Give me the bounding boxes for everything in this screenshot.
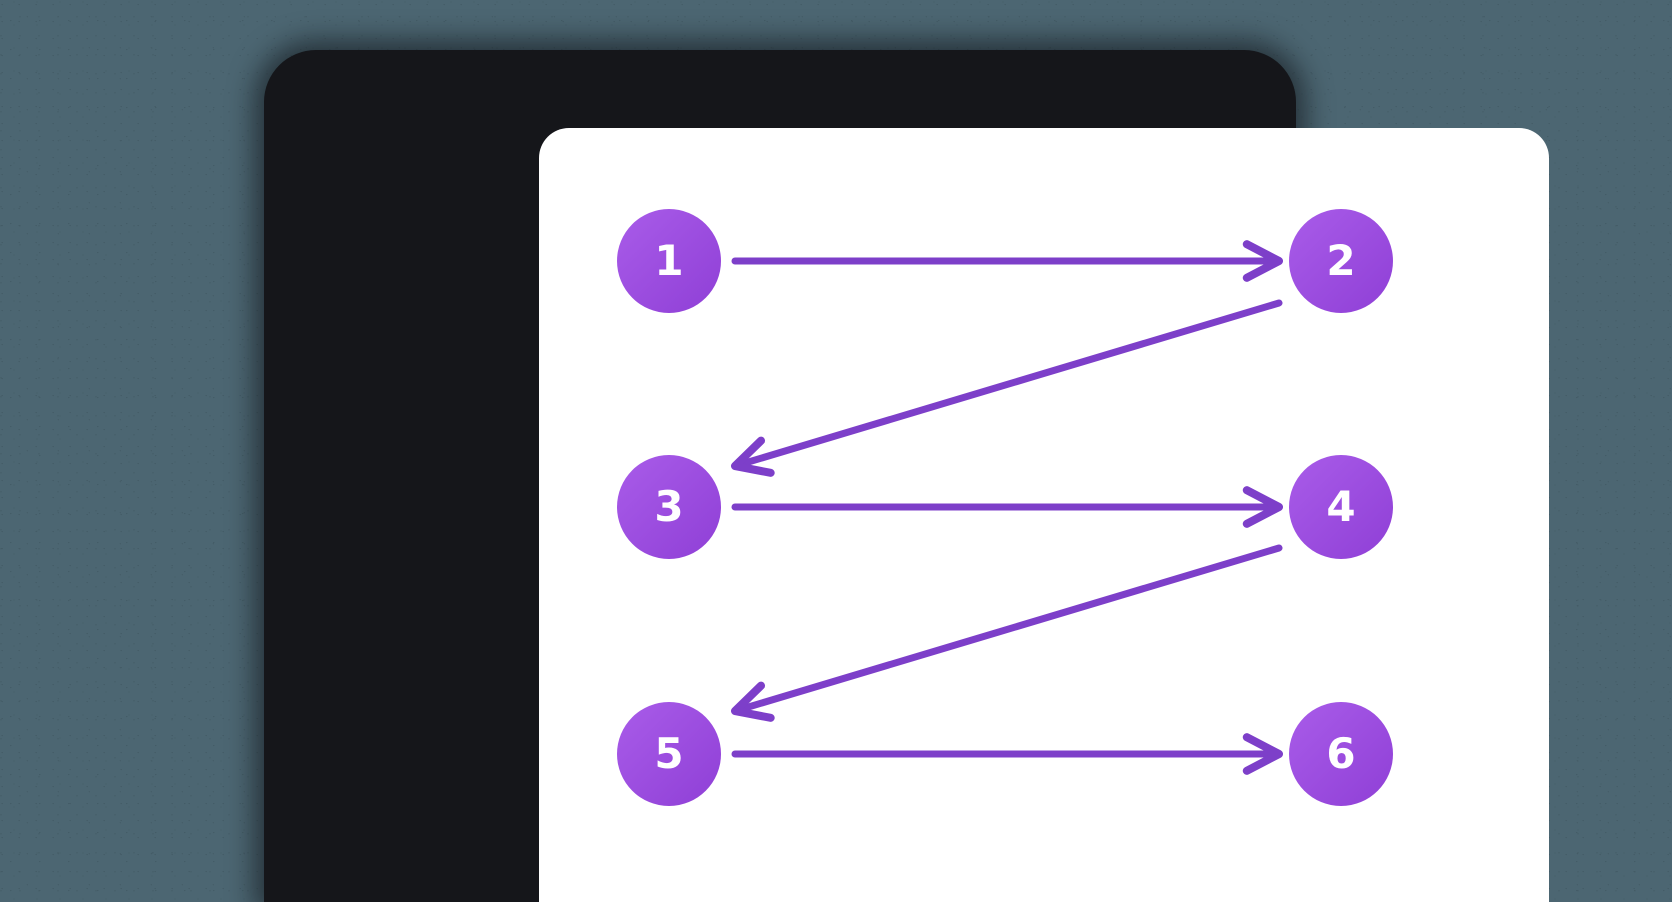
edges-group (730, 240, 1284, 775)
diagram-node-3[interactable]: 3 (617, 455, 721, 559)
diagram-node-1[interactable]: 1 (617, 209, 721, 313)
diagram-edge-layer (730, 240, 1284, 775)
diagram-node-5[interactable]: 5 (617, 702, 721, 806)
edge-4-to-5 (730, 544, 1283, 722)
node-label: 3 (654, 482, 684, 531)
node-label: 4 (1326, 482, 1356, 531)
flow-diagram: 1 2 3 4 5 6 (539, 128, 1549, 902)
device-frame-bezel: 1 2 3 4 5 6 (264, 50, 1549, 902)
node-label: 1 (654, 236, 684, 285)
diagram-node-2[interactable]: 2 (1289, 209, 1393, 313)
node-label: 2 (1326, 236, 1356, 285)
edge-2-to-3 (730, 299, 1283, 477)
node-label: 6 (1326, 729, 1356, 778)
device-screen: 1 2 3 4 5 6 (539, 128, 1549, 902)
node-label: 5 (654, 729, 684, 778)
diagram-node-4[interactable]: 4 (1289, 455, 1393, 559)
diagram-node-6[interactable]: 6 (1289, 702, 1393, 806)
